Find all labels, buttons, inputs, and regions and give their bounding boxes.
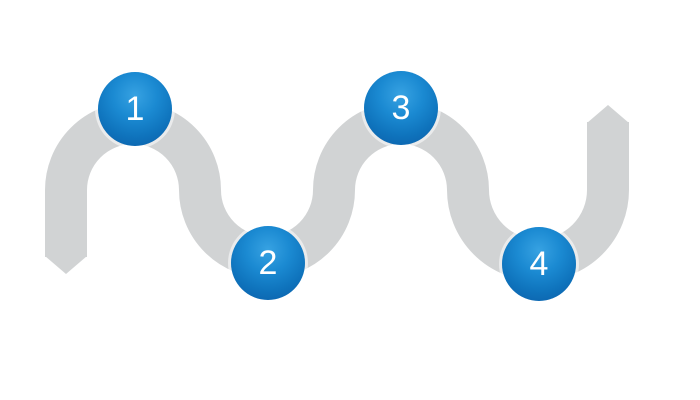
step-number-3: 3 <box>391 89 411 127</box>
wave-start-tip-icon <box>45 256 87 274</box>
step-number-4: 4 <box>529 245 549 283</box>
step-number-1: 1 <box>125 90 145 128</box>
wave-end-tip-icon <box>587 105 629 123</box>
step-circle-2: 2 <box>231 226 305 300</box>
step-circle-3: 3 <box>364 71 438 145</box>
step-circle-4: 4 <box>502 227 576 301</box>
step-circle-1: 1 <box>98 72 172 146</box>
step-number-2: 2 <box>258 244 278 282</box>
